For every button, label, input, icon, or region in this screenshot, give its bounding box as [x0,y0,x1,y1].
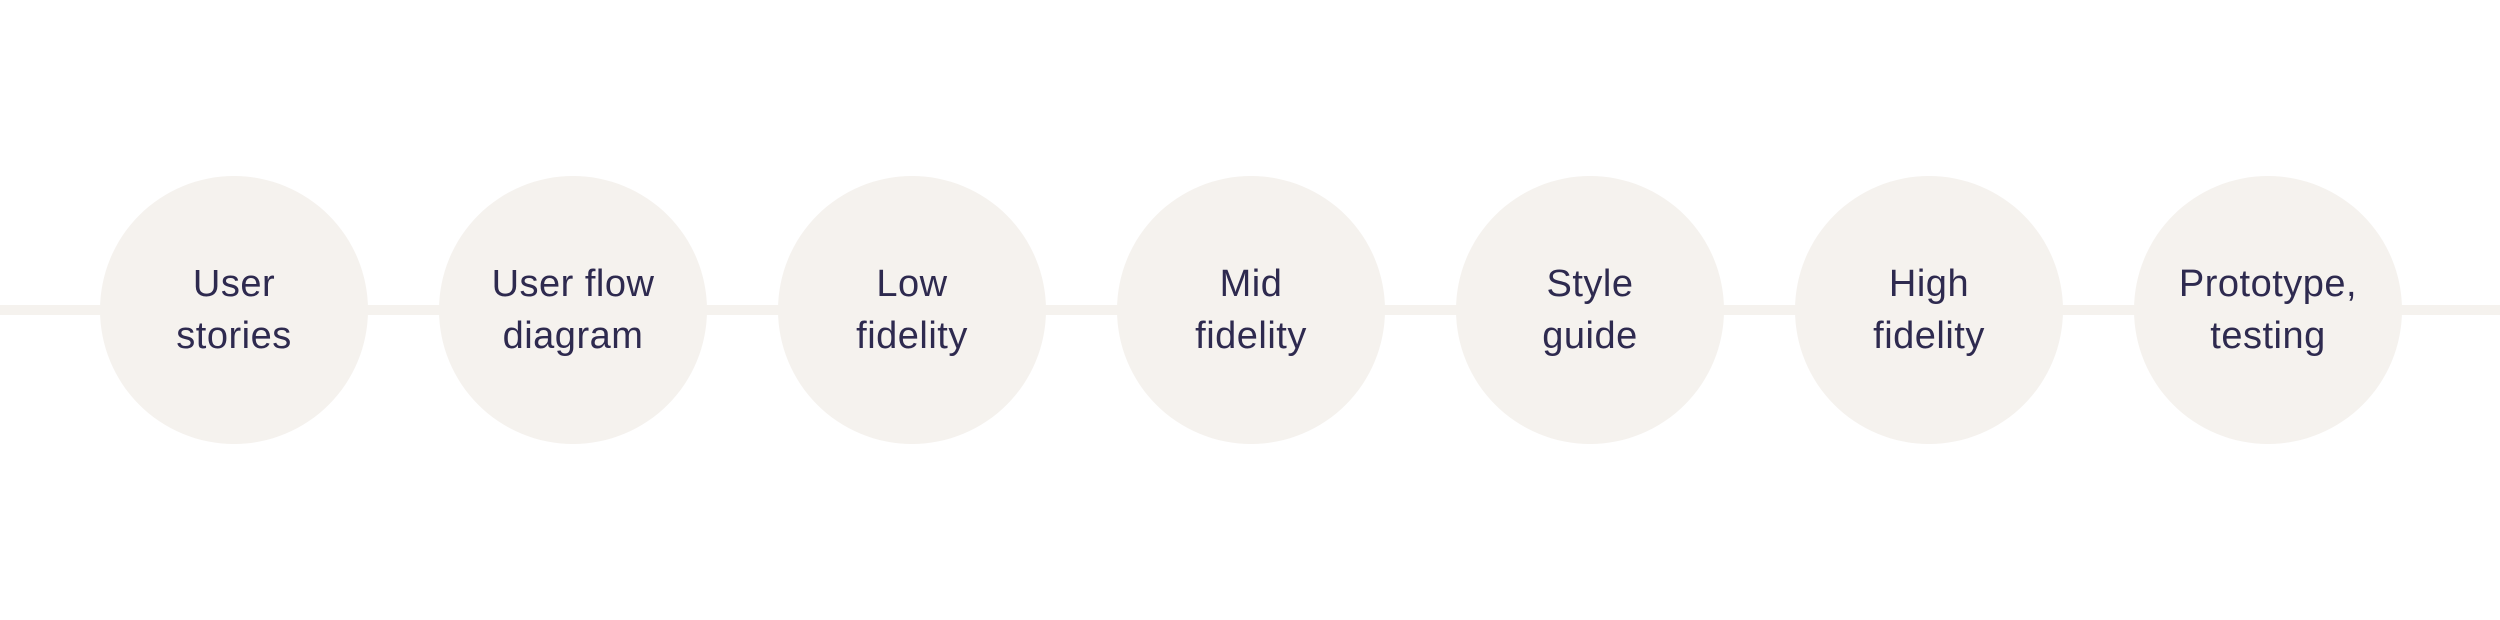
step-high-fidelity: High fidelity [1795,176,2063,444]
step-style-guide: Style guide [1456,176,1724,444]
step-label: User stories [176,263,292,357]
step-label: User flow diagram [491,263,655,357]
step-user-stories: User stories [100,176,368,444]
step-label: Style guide [1542,263,1638,357]
step-low-fidelity: Low fidelity [778,176,1046,444]
step-label: High fidelity [1873,263,1985,357]
step-mid-fidelity: Mid fidelity [1117,176,1385,444]
step-label: Mid fidelity [1195,263,1307,357]
step-user-flow-diagram: User flow diagram [439,176,707,444]
step-prototype-testing: Prototype, testing [2134,176,2402,444]
step-label: Low fidelity [856,263,968,357]
step-label: Prototype, testing [2178,263,2358,357]
